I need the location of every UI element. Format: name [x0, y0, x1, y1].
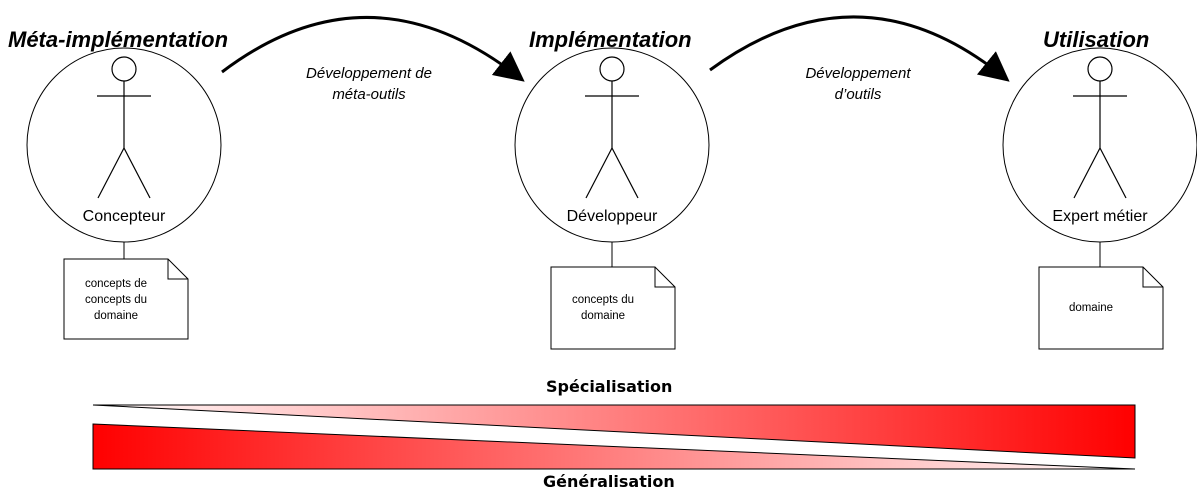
note-text-concepteur: concepts de concepts du domaine	[64, 276, 168, 324]
note-text-developpeur: concepts du domaine	[551, 292, 655, 324]
arrow-label-meta-outils: Développement de méta-outils	[269, 63, 469, 105]
phase-title-implementation: Implémentation	[529, 27, 692, 52]
stick-figure-icon	[97, 56, 151, 199]
note-icon	[550, 266, 676, 350]
generalisation-label: Généralisation	[543, 472, 675, 491]
role-label-developpeur: Développeur	[566, 208, 658, 225]
specialisation-wedge	[92, 404, 1136, 459]
note-line: concepts du	[571, 294, 634, 306]
phase-title-utilisation: Utilisation	[1043, 27, 1150, 52]
note-line: domaine	[580, 310, 626, 322]
role-label-concepteur: Concepteur	[82, 208, 166, 225]
arrow-impl-to-use	[709, 15, 1010, 82]
generalisation-wedge	[92, 423, 1136, 470]
note-line: concepts de	[84, 278, 147, 290]
role-label-expert-metier: Expert métier	[1052, 208, 1148, 225]
actor-developpeur	[514, 47, 710, 350]
arrow-label-line: Développement de	[306, 65, 432, 82]
note-icon	[63, 258, 189, 340]
stick-figure-icon	[585, 56, 639, 199]
phase-title-meta-implementation: Méta-implémentation	[8, 27, 229, 52]
actor-concepteur	[26, 47, 222, 340]
arrow-meta-to-impl	[221, 16, 525, 82]
actor-expert-metier	[1002, 47, 1197, 350]
arrow-label-line: Développement	[805, 65, 911, 82]
stick-figure-icon	[1073, 56, 1127, 199]
specialisation-label: Spécialisation	[546, 377, 673, 396]
arrow-label-line: d’outils	[834, 86, 882, 103]
note-icon	[1038, 266, 1164, 350]
note-line: concepts du	[84, 294, 147, 306]
note-line: domaine	[93, 310, 139, 322]
note-text-expert-metier: domaine	[1039, 300, 1143, 316]
arrow-label-line: méta-outils	[332, 86, 406, 103]
arrow-label-outils: Développement d’outils	[758, 63, 958, 105]
note-line: domaine	[1068, 302, 1114, 314]
